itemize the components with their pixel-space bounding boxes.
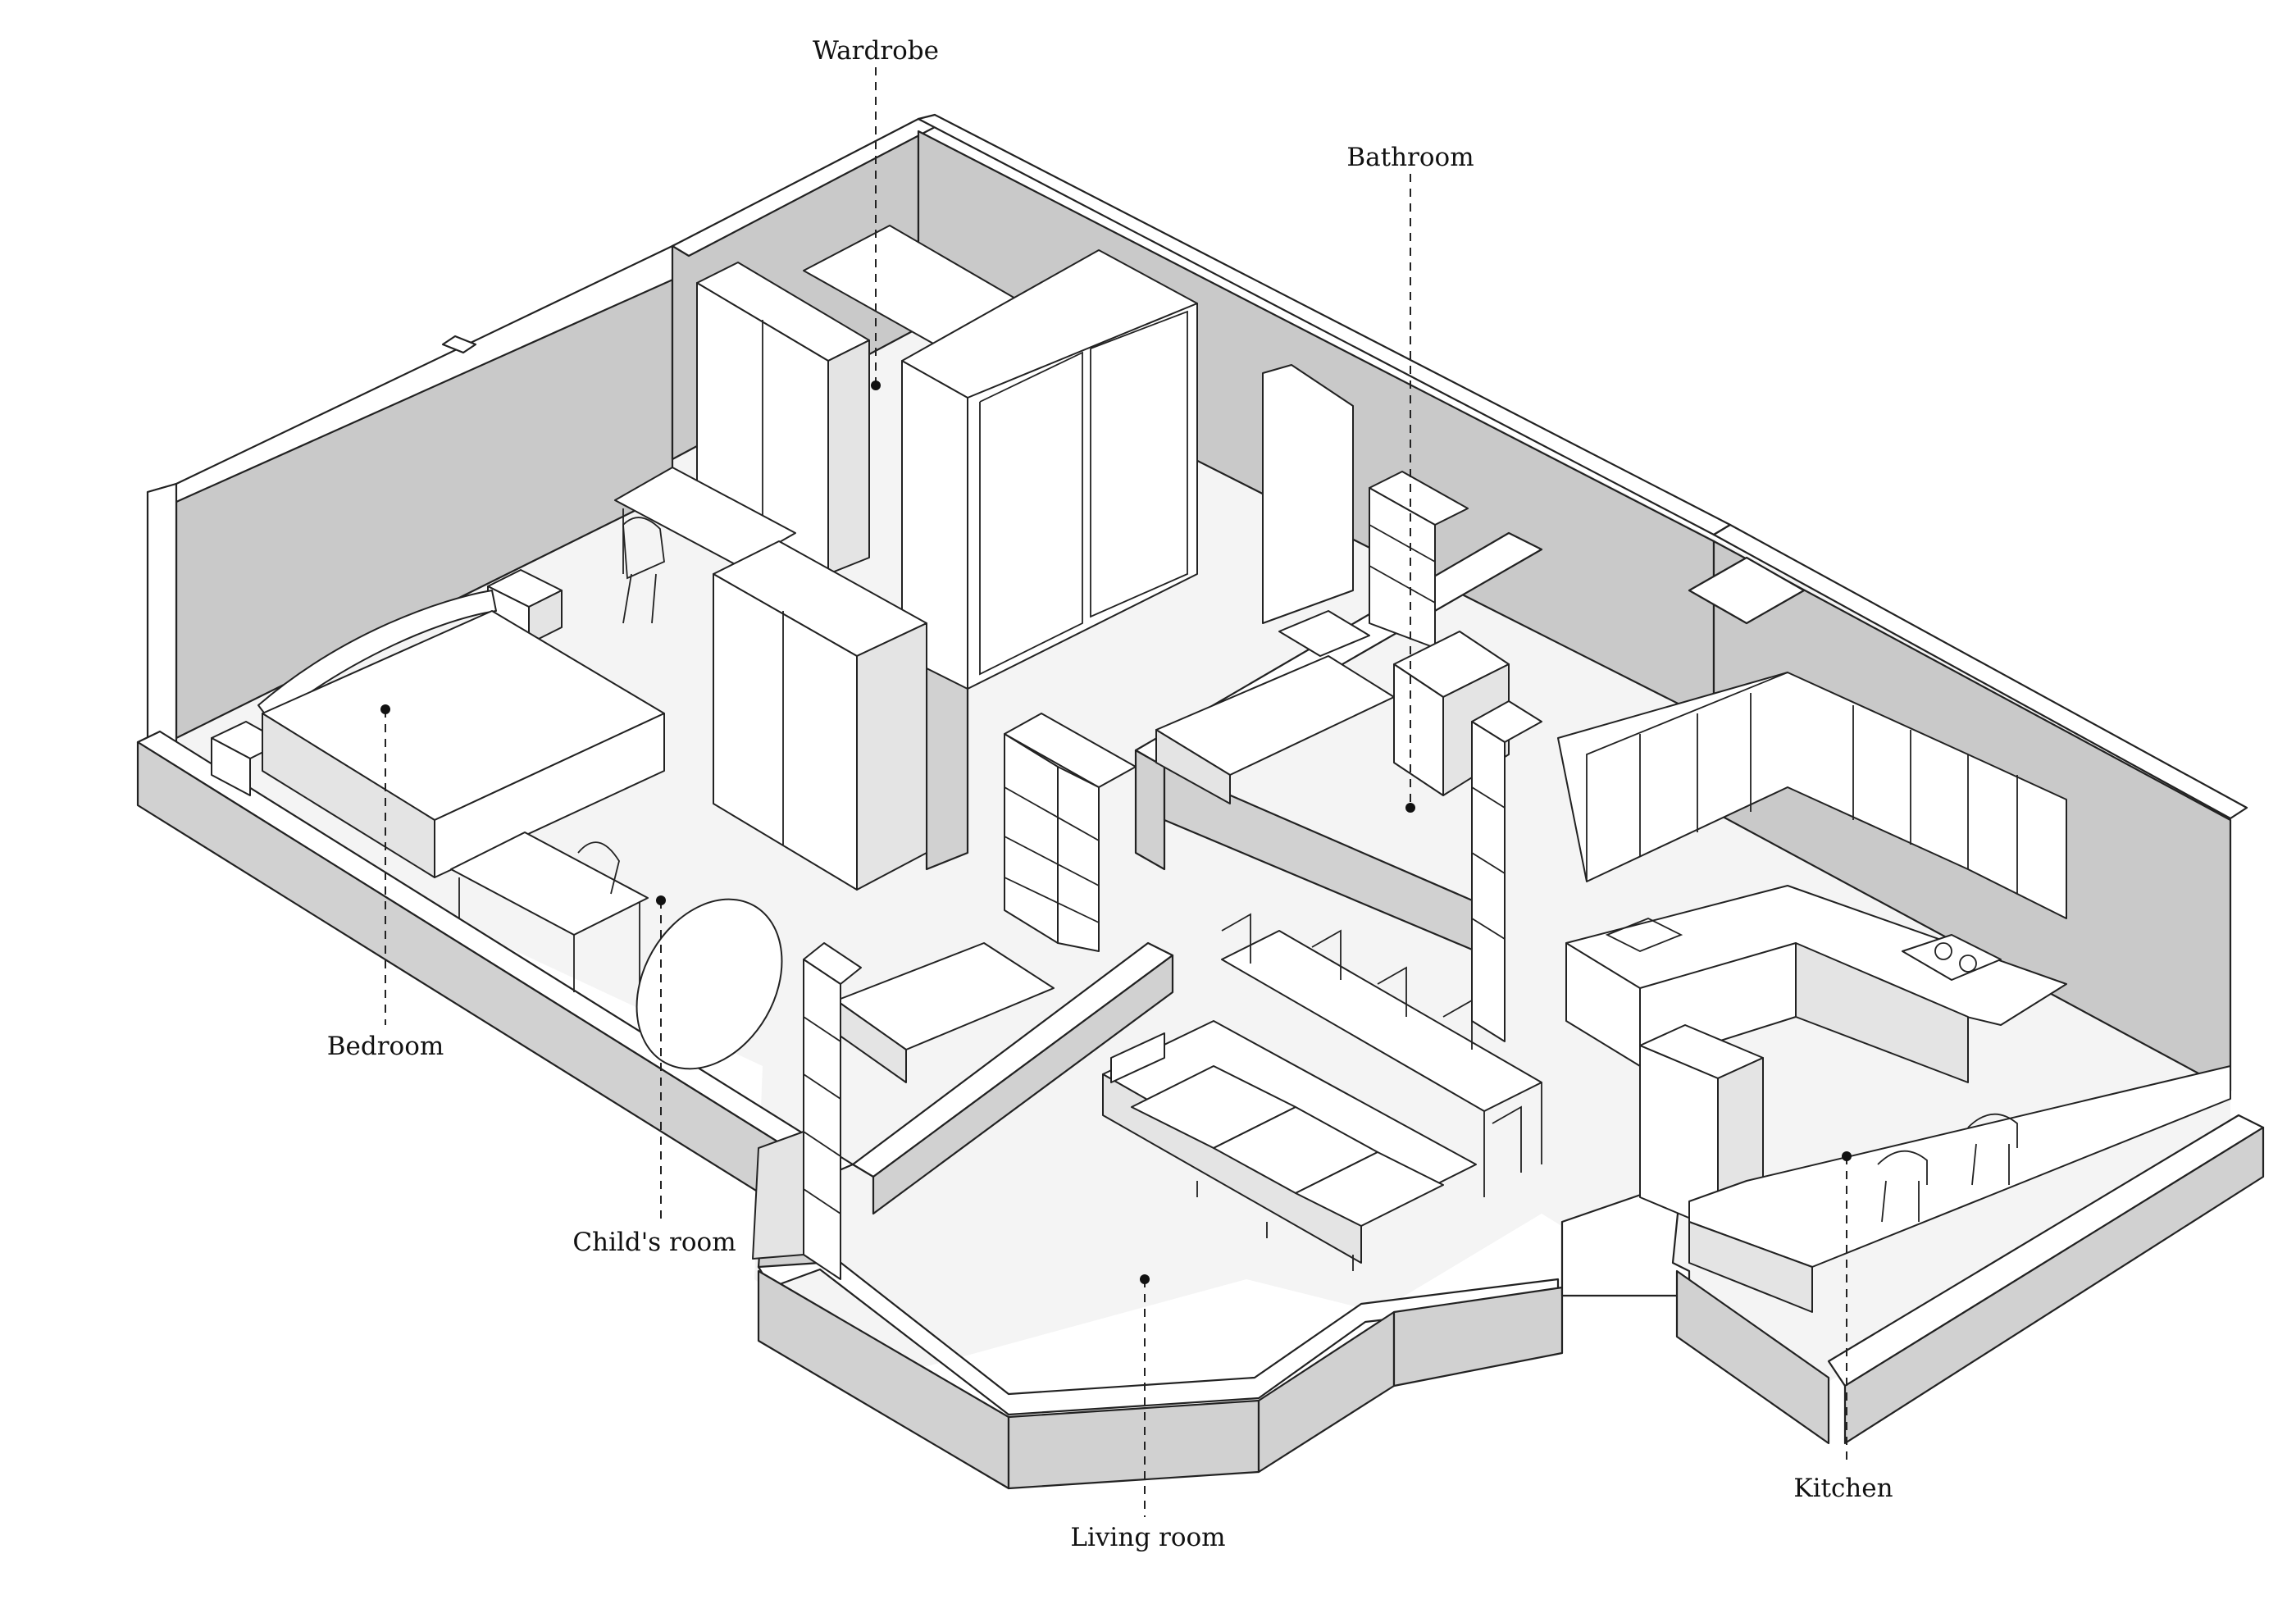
wardrobe-label: Wardrobe (813, 36, 939, 66)
living-room-marker (1140, 1274, 1150, 1284)
bathroom-door (1262, 364, 1354, 624)
bedroom-marker (380, 704, 390, 714)
childs-room-label: Child's room (572, 1228, 736, 1257)
wardrobe-room-furniture (696, 225, 1198, 690)
kitchen-furniture (1557, 672, 2231, 1313)
desk-chair (622, 517, 665, 624)
dining-chair (1311, 929, 1342, 980)
annotations (380, 67, 1852, 1517)
bar-stool (1877, 1150, 1928, 1223)
headboard (257, 590, 497, 722)
round-rug (636, 898, 783, 1070)
bedroom-furniture (211, 467, 927, 891)
room-labels: Wardrobe Bathroom Bedroom Child's room L… (327, 36, 1893, 1552)
wardrobe-marker (871, 380, 881, 390)
child-desk (450, 832, 649, 936)
childs-room-furniture (450, 713, 1137, 1280)
dining-chair (1492, 1105, 1522, 1173)
upper-cabinets (1557, 672, 2067, 919)
dining-chair (1221, 913, 1251, 964)
living-room-furniture (1102, 913, 1542, 1271)
cooktop (1902, 934, 2002, 981)
kitchen-marker (1842, 1151, 1852, 1161)
bathroom-label: Bathroom (1346, 143, 1474, 172)
bathroom-furniture (1155, 364, 1542, 1042)
bar-stool (1967, 1113, 2018, 1186)
kitchen-label: Kitchen (1793, 1474, 1893, 1503)
living-room-label: Living room (1070, 1523, 1225, 1552)
dining-chair (1377, 966, 1407, 1017)
bathroom-cabinet (1278, 610, 1370, 657)
desk (614, 467, 796, 567)
sink (1605, 918, 1683, 952)
dining-chair (1442, 999, 1473, 1050)
bedroom-label: Bedroom (327, 1032, 444, 1061)
front-walls (136, 531, 2265, 1490)
child-chair (577, 841, 620, 895)
bathroom-marker (1405, 803, 1415, 813)
open-shelving (1004, 713, 1137, 788)
childs-room-marker (656, 895, 666, 905)
